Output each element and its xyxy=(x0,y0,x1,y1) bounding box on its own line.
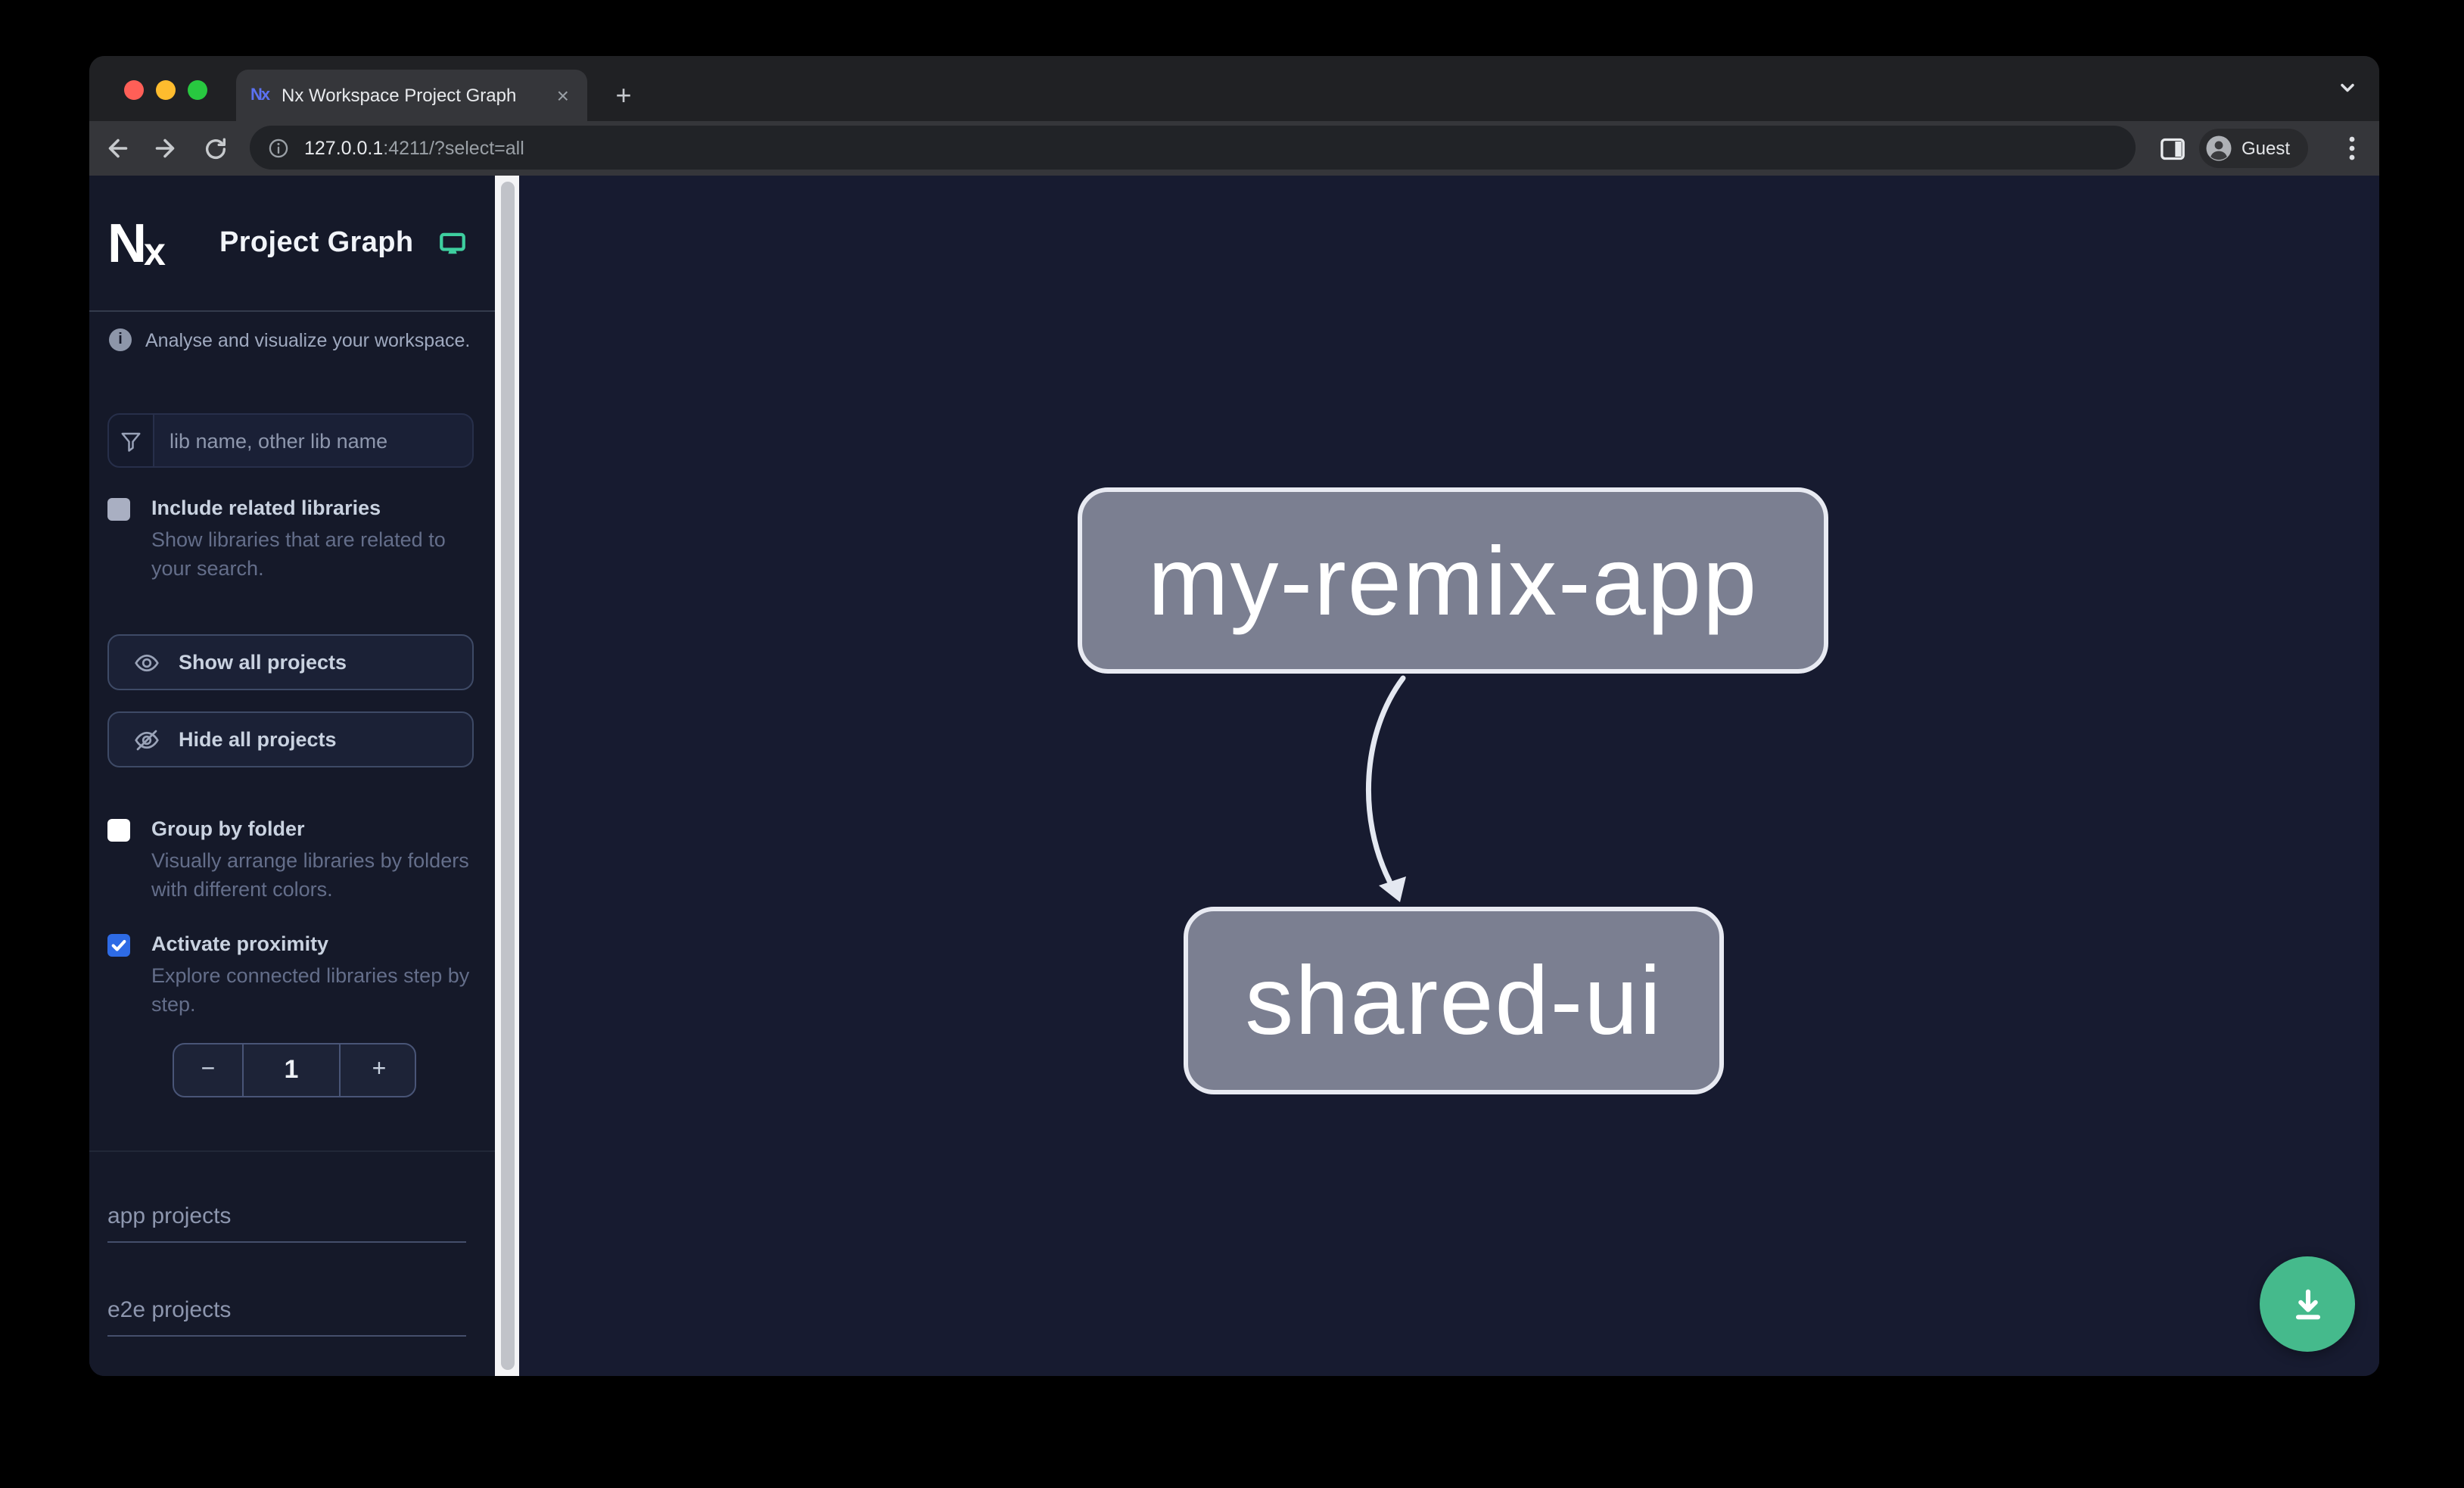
browser-menu-icon[interactable] xyxy=(2334,130,2370,167)
funnel-filter-icon xyxy=(109,415,154,466)
browser-tab[interactable]: Nx Nx Workspace Project Graph × xyxy=(236,70,587,121)
new-tab-button[interactable]: + xyxy=(615,79,632,110)
page-title: Project Graph xyxy=(219,227,414,259)
tab-strip: Nx Nx Workspace Project Graph × + xyxy=(89,56,2379,121)
include-related-description: Show libraries that are related to your … xyxy=(151,528,446,581)
page-content: N x Project Graph i Analyse and visualiz… xyxy=(89,176,2379,1376)
svg-text:x: x xyxy=(144,230,166,269)
graph-canvas[interactable]: my-remix-app shared-ui xyxy=(519,176,2379,1376)
project-filter-input[interactable] xyxy=(154,415,472,466)
include-related-checkbox[interactable] xyxy=(107,498,130,521)
group-by-folder-checkbox[interactable] xyxy=(107,819,130,842)
info-icon: i xyxy=(109,328,132,351)
include-related-label: Include related libraries xyxy=(151,497,381,519)
show-all-projects-button[interactable]: Show all projects xyxy=(107,634,474,690)
side-panel-icon[interactable] xyxy=(2152,132,2192,165)
workspace-tagline: i Analyse and visualize your workspace. xyxy=(109,328,470,351)
site-info-icon[interactable] xyxy=(268,137,289,158)
activate-proximity-block: Activate proximity Explore connected lib… xyxy=(107,932,477,1020)
activate-proximity-checkbox[interactable] xyxy=(107,934,130,957)
checkmark-icon xyxy=(111,939,126,951)
eye-off-icon xyxy=(135,729,159,750)
section-divider xyxy=(89,1150,495,1152)
tab-close-icon[interactable]: × xyxy=(556,83,569,107)
svg-text:N: N xyxy=(107,218,147,269)
sidebar-header: N x Project Graph xyxy=(107,216,467,271)
activate-proximity-description: Explore connected libraries step by step… xyxy=(151,964,470,1016)
download-image-button[interactable] xyxy=(2260,1256,2355,1352)
section-app-projects[interactable]: app projects xyxy=(107,1203,466,1243)
window-minimize-button[interactable] xyxy=(156,80,176,100)
header-divider xyxy=(89,310,495,312)
nx-favicon-icon: Nx xyxy=(250,86,270,104)
section-e2e-projects[interactable]: e2e projects xyxy=(107,1297,466,1337)
increment-button[interactable]: + xyxy=(339,1044,415,1096)
group-by-folder-label: Group by folder xyxy=(151,817,305,840)
group-by-folder-description: Visually arrange libraries by folders wi… xyxy=(151,849,469,901)
graph-node-my-remix-app[interactable]: my-remix-app xyxy=(1078,487,1828,674)
sidebar-scrollbar[interactable] xyxy=(495,176,519,1376)
nx-logo: N x xyxy=(107,218,166,269)
decrement-button[interactable]: − xyxy=(174,1044,244,1096)
url-text: 127.0.0.1:4211/?select=all xyxy=(304,137,524,158)
forward-button[interactable] xyxy=(144,121,186,176)
activate-proximity-label: Activate proximity xyxy=(151,932,329,955)
hide-all-projects-button[interactable]: Hide all projects xyxy=(107,711,474,767)
profile-label: Guest xyxy=(2242,138,2291,159)
proximity-depth-value: 1 xyxy=(284,1055,299,1084)
eye-icon xyxy=(135,653,159,671)
reload-button[interactable] xyxy=(194,121,236,176)
traffic-lights xyxy=(124,80,207,100)
proximity-depth-stepper: − 1 + xyxy=(173,1043,416,1097)
group-by-folder-block: Group by folder Visually arrange librari… xyxy=(107,817,477,905)
edge-arrowhead-icon xyxy=(1379,876,1406,902)
profile-button[interactable]: Guest xyxy=(2199,129,2309,168)
filter-box xyxy=(107,413,474,468)
browser-window: Nx Nx Workspace Project Graph × + xyxy=(89,56,2379,1376)
window-zoom-button[interactable] xyxy=(188,80,207,100)
include-related-block: Include related libraries Show libraries… xyxy=(107,497,477,584)
avatar-icon xyxy=(2206,135,2232,161)
tab-search-chevron-down-icon[interactable] xyxy=(2337,77,2358,106)
project-graph-sidebar: N x Project Graph i Analyse and visualiz… xyxy=(89,176,495,1376)
browser-toolbar: 127.0.0.1:4211/?select=all Guest xyxy=(89,121,2379,176)
window-close-button[interactable] xyxy=(124,80,144,100)
rankdir-monitor-icon[interactable] xyxy=(440,231,467,257)
dependency-edge xyxy=(1365,675,1406,902)
graph-node-shared-ui[interactable]: shared-ui xyxy=(1184,907,1724,1094)
tab-title: Nx Workspace Project Graph xyxy=(282,85,517,106)
scrollbar-thumb[interactable] xyxy=(500,182,514,1370)
url-bar[interactable]: 127.0.0.1:4211/?select=all xyxy=(250,126,2136,170)
back-button[interactable] xyxy=(97,121,139,176)
download-icon xyxy=(2294,1288,2320,1319)
